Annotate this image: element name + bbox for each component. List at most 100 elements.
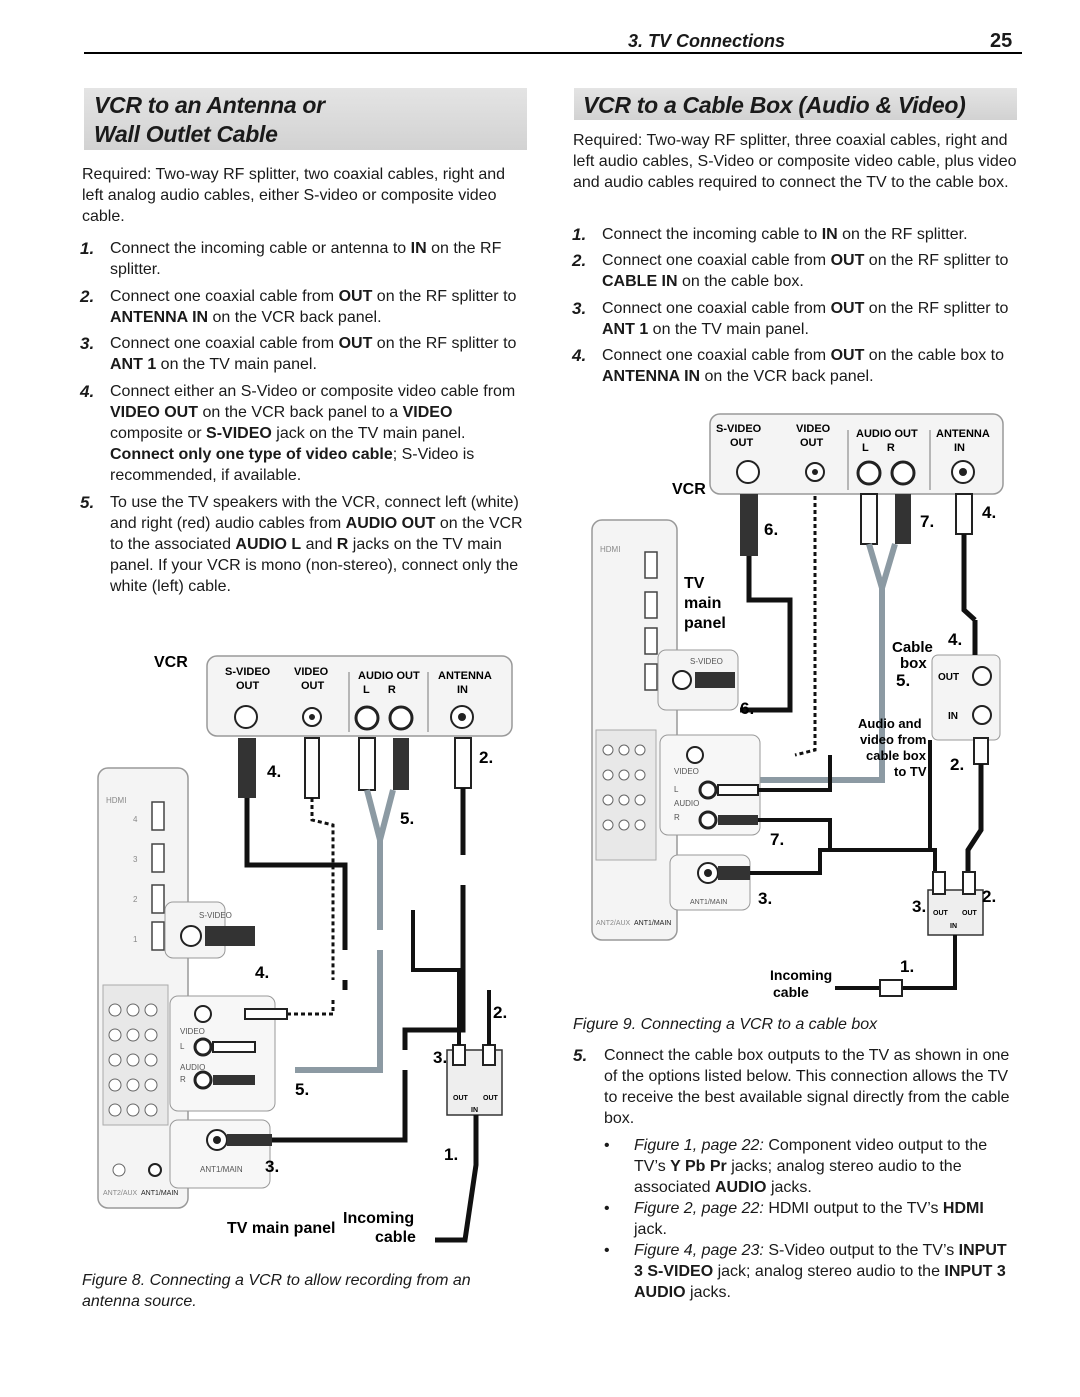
- emphasis-text: S-VIDEO: [206, 425, 272, 442]
- step-text-part: composite or: [110, 425, 207, 442]
- step-text-part: on the TV main panel.: [648, 321, 809, 338]
- bullet-text: Figure 1, page 22: Component video outpu…: [604, 1135, 1018, 1198]
- r-svideo-out-1: S-VIDEO: [716, 423, 762, 435]
- step-text-part: Connect one coaxial cable from: [110, 288, 339, 305]
- right-step-num: 1.: [572, 225, 587, 244]
- r-panel-label: panel: [684, 615, 726, 632]
- r-audio-out-2: L R: [862, 442, 895, 454]
- step-text-part: on the VCR back panel.: [208, 309, 382, 326]
- r-label-1: 1.: [900, 957, 914, 976]
- audio-out-label-2: L R: [363, 684, 396, 696]
- figure-ref: Figure 1, page 22:: [634, 1137, 764, 1154]
- emphasis-text: HDMI: [942, 1200, 984, 1217]
- figure-9-caption: Figure 9. Connecting a VCR to a cable bo…: [573, 1016, 878, 1033]
- svideo-out-label-2: OUT: [236, 680, 260, 692]
- label-2-lower: 2.: [493, 1003, 507, 1022]
- bullet-text-part: jacks.: [685, 1284, 731, 1301]
- r-svideo-callout: S-VIDEO: [690, 657, 723, 666]
- bullet-item: •Figure 4, page 23: S-Video output to th…: [604, 1240, 1018, 1303]
- emphasis-text: OUT: [338, 288, 373, 305]
- left-diagram: VCR S-VIDEO OUT VIDEO OUT AUDIO OUT L R …: [97, 654, 513, 1246]
- r-label-5: 5.: [896, 671, 910, 690]
- label-3-splitter: 3.: [433, 1048, 447, 1067]
- right-required: Required: Two-way RF splitter, three coa…: [573, 132, 1017, 191]
- left-step-1: 1.Connect the incoming cable or antenna …: [80, 238, 526, 280]
- label-5-lower: 5.: [295, 1080, 309, 1099]
- emphasis-text: ANTENNA IN: [110, 309, 209, 326]
- bullet-text-part: jack; analog stereo audio to the: [713, 1263, 945, 1280]
- page-number: 25: [990, 30, 1013, 52]
- emphasis-text: ANT 1: [602, 321, 649, 338]
- r-video-out-1: VIDEO: [796, 423, 831, 435]
- l-label: L: [180, 1042, 185, 1051]
- r-video-out-2: OUT: [800, 437, 824, 449]
- r-label: R: [180, 1075, 186, 1084]
- ant2-aux-label: ANT2/AUX: [103, 1190, 138, 1197]
- bullet-dot: •: [604, 1200, 610, 1217]
- left-step-4: 4.Connect either an S-Video or composite…: [80, 381, 526, 486]
- r-label-2-box: 2.: [950, 755, 964, 774]
- label-4-upper: 4.: [267, 762, 281, 781]
- step-text-part: Connect either an S-Video or composite v…: [110, 383, 516, 400]
- emphasis-text: OUT: [830, 300, 865, 317]
- emphasis-text: AUDIO: [714, 1179, 767, 1196]
- right-step-text: Connect one coaxial cable from OUT on th…: [572, 345, 1018, 387]
- svideo-callout-label: S-VIDEO: [199, 911, 232, 920]
- r-label-4-upper: 4.: [982, 503, 996, 522]
- emphasis-text: ANT 1: [110, 356, 157, 373]
- emphasis-text: OUT: [830, 252, 865, 269]
- cable-box-label-1: Cable: [892, 639, 933, 656]
- audio-callout-label: AUDIO: [180, 1063, 205, 1072]
- splitter-in: IN: [471, 1107, 478, 1114]
- cable-box-out: OUT: [938, 672, 959, 683]
- av-from-4: to TV: [894, 764, 927, 779]
- right-title: VCR to a Cable Box (Audio & Video): [583, 92, 966, 118]
- emphasis-text: IN: [821, 226, 838, 243]
- hdmi-ports: [151, 801, 165, 951]
- ant1-main-label: ANT1/MAIN: [200, 1165, 243, 1174]
- step-text-part: on the cable box to: [864, 347, 1005, 364]
- r-audio-out-1: AUDIO OUT: [856, 428, 918, 440]
- emphasis-text: INPUT 3 S-VIDEO: [634, 1242, 1007, 1280]
- right-step-5-num: 5.: [573, 1046, 588, 1065]
- r-label-6-upper: 6.: [764, 520, 778, 539]
- r-r-label: R: [674, 813, 680, 822]
- label-2-upper: 2.: [479, 748, 493, 767]
- r-label-4-box: 4.: [948, 630, 962, 649]
- emphasis-text: VIDEO: [402, 404, 453, 421]
- right-step-text: Connect one coaxial cable from OUT on th…: [572, 298, 1018, 340]
- left-step-num: 1.: [80, 239, 95, 258]
- step-text-part: on the VCR to the associated: [110, 515, 523, 553]
- hdmi-label: HDMI: [106, 796, 126, 805]
- right-diagram: S-VIDEO OUT VIDEO OUT AUDIO OUT L R ANTE…: [591, 413, 1004, 1000]
- left-title-box: [84, 88, 527, 150]
- r-ant2-aux: ANT2/AUX: [596, 920, 631, 927]
- right-step-1: 1.Connect the incoming cable to IN on th…: [572, 224, 1018, 245]
- right-step-2: 2.Connect one coaxial cable from OUT on …: [572, 250, 1018, 292]
- step-text-part: and: [301, 536, 337, 553]
- vcr-svideo-jack: [234, 705, 258, 729]
- left-step-num: 2.: [80, 287, 95, 306]
- step-text-part: on the RF splitter.: [110, 240, 502, 278]
- left-step-text: Connect one coaxial cable from OUT on th…: [80, 333, 526, 375]
- bullet-text-part: jacks.: [766, 1179, 812, 1196]
- r-video-callout: VIDEO: [674, 767, 699, 776]
- step-text-part: on the RF splitter to: [372, 288, 517, 305]
- r-splitter-in: IN: [950, 923, 957, 930]
- bullet-text-part: jack.: [634, 1221, 667, 1238]
- right-step-5-text: Connect the cable box outputs to the TV …: [604, 1047, 1010, 1127]
- label-4-lower: 4.: [255, 963, 269, 982]
- left-required: Required: Two-way RF splitter, two coaxi…: [82, 166, 506, 225]
- bullet-dot: •: [604, 1137, 610, 1154]
- bullet-text-part: HDMI output to the TV’s: [763, 1200, 943, 1217]
- svideo-plug: [238, 738, 256, 798]
- left-title-line1: VCR to an Antenna or: [94, 92, 325, 118]
- bullet-text: Figure 4, page 23: S-Video output to the…: [604, 1240, 1018, 1303]
- emphasis-text: R: [336, 536, 349, 553]
- right-step-num: 2.: [572, 251, 587, 270]
- splitter-out-left: OUT: [453, 1095, 469, 1102]
- av-from-3: cable box: [866, 748, 927, 763]
- video-out-label-2: OUT: [301, 680, 325, 692]
- bullet-text-part: S-Video output to the TV’s: [763, 1242, 959, 1259]
- left-title-line2: Wall Outlet Cable: [94, 121, 278, 147]
